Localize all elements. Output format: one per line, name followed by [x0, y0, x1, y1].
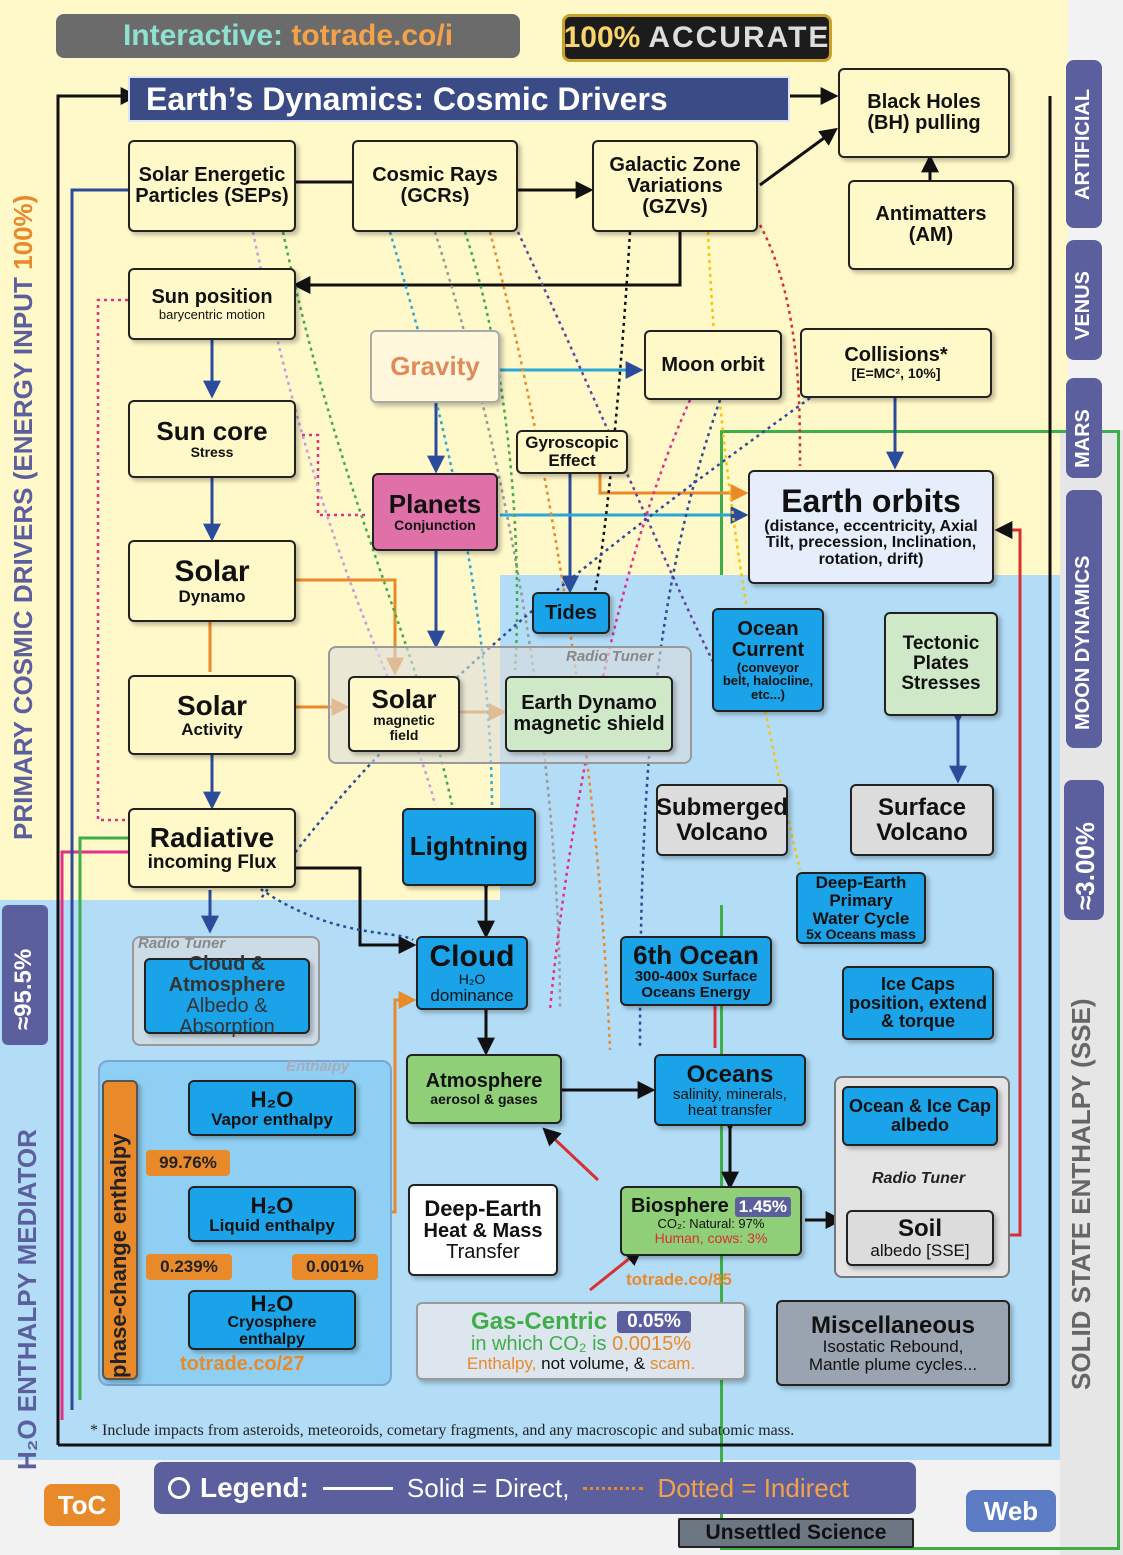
web-button[interactable]: Web [966, 1490, 1056, 1532]
sse-pct: ≈3.00% [1070, 822, 1100, 910]
primary-drivers-label: PRIMARY COSMIC DRIVERS (ENERGY INPUT 100… [8, 194, 38, 840]
tab-venus[interactable] [1066, 240, 1102, 360]
enthalpy-group-label: Enthalpy [286, 1058, 350, 1075]
node-sixth-ocean[interactable]: 6th Ocean 300-400x Surface Oceans Energy [620, 936, 772, 1006]
legend-dotted-text: Dotted = Indirect [657, 1472, 849, 1503]
legend-bar: Legend: Solid = Direct, Dotted = Indirec… [154, 1462, 916, 1514]
node-earth-orbits[interactable]: Earth orbits (distance, eccentricity, Ax… [748, 470, 994, 584]
node-h2o-cryosphere[interactable]: H₂O Cryosphere enthalpy [188, 1290, 356, 1350]
sse-pct-tab [1064, 780, 1104, 920]
interactive-url[interactable]: totrade.co/i [291, 19, 454, 52]
node-tides[interactable]: Tides [532, 592, 610, 634]
page-title: Earth’s Dynamics: Cosmic Drivers [128, 76, 790, 122]
tab-venus-label: VENUS [1072, 271, 1094, 340]
pct-vapor: 99.76% [146, 1150, 230, 1176]
node-antimatters[interactable]: Antimatters(AM) [848, 180, 1014, 270]
node-black-holes[interactable]: Black Holes(BH) pulling [838, 68, 1010, 158]
accuracy-badge: 100% ACCURATE [562, 14, 832, 62]
pct-liquid: 0.239% [146, 1254, 232, 1280]
legend-label: Legend: [200, 1472, 309, 1503]
legend-solid-text: Solid = Direct, [406, 1472, 570, 1503]
footnote: * Include impacts from asteroids, meteor… [90, 1422, 795, 1439]
biosphere-pct: 1.45% [734, 1196, 791, 1217]
accurate-word: ACCURATE [648, 21, 831, 54]
node-moon-orbit[interactable]: Moon orbit [644, 330, 782, 400]
node-cloud-atmosphere[interactable]: Cloud &Atmosphere Albedo &Absorption [144, 954, 310, 1038]
phase-change-label: phase-change enthalpy [106, 1133, 131, 1378]
radio-tuner-label-3: Radio Tuner [872, 1170, 966, 1187]
gas-centric-pct: 0.05% [617, 1310, 691, 1333]
legend-solid-arrow-icon [322, 1486, 393, 1490]
legend-dotted-arrow-icon [583, 1486, 644, 1490]
pct-cryo: 0.001% [292, 1254, 378, 1280]
node-ocean-current[interactable]: Ocean Current (conveyor belt, halocline,… [712, 608, 824, 712]
tab-artificial[interactable] [1066, 60, 1102, 228]
interactive-prefix: Interactive: [122, 19, 292, 52]
enthalpy-mediator-label: H₂O ENTHALPY MEDIATOR [12, 1129, 42, 1470]
node-cloud[interactable]: Cloud H₂O dominance [416, 936, 528, 1010]
node-gas-centric[interactable]: Gas-Centric 0.05% in which CO₂ is 0.0015… [416, 1302, 746, 1380]
link-totrade-27[interactable]: totrade.co/27 [180, 1353, 305, 1375]
tab-artificial-label: ARTIFICIAL [1072, 88, 1094, 200]
node-lightning[interactable]: Lightning [402, 808, 536, 886]
node-solar-magnetic[interactable]: Solar magnetic field [348, 676, 460, 752]
primary-drivers-pct: 100%) [8, 194, 38, 270]
toc-button[interactable]: ToC [44, 1484, 120, 1526]
enthalpy-pct: ≈95.5% [10, 948, 37, 1030]
enthalpy-pct-tab [2, 905, 48, 1045]
radio-tuner-label: Radio Tuner [566, 648, 654, 665]
node-miscellaneous[interactable]: Miscellaneous Isostatic Rebound, Mantle … [776, 1300, 1010, 1386]
link-totrade-85[interactable]: totrade.co/85 [626, 1270, 732, 1289]
tab-moon-label: MOON DYNAMICS [1072, 555, 1094, 730]
sse-label: SOLID STATE ENTHALPY (SSE) [1066, 998, 1096, 1390]
node-biosphere[interactable]: Biosphere 1.45% CO₂: Natural: 97% Human,… [620, 1186, 802, 1256]
legend-bullet-icon [168, 1477, 190, 1499]
node-collisions[interactable]: Collisions*[E=MC², 10%] [800, 328, 992, 398]
node-deep-earth-heat[interactable]: Deep-Earth Heat & Mass Transfer [408, 1184, 558, 1276]
interactive-link-pill[interactable]: Interactive: totrade.co/i [56, 14, 520, 58]
phase-change-bar [102, 1080, 138, 1380]
tab-mars-label: MARS [1072, 409, 1094, 468]
node-cosmic-rays[interactable]: Cosmic Rays(GCRs) [352, 140, 518, 232]
radio-tuner-label-2: Radio Tuner [138, 935, 226, 952]
node-gravity[interactable]: Gravity [370, 330, 500, 403]
accurate-pct: 100% [563, 21, 641, 54]
tab-moon-dynamics[interactable] [1066, 490, 1102, 748]
node-oceans[interactable]: Oceans salinity, minerals, heat transfer [654, 1054, 806, 1126]
tab-mars[interactable] [1066, 378, 1102, 478]
unsettled-science-button[interactable]: Unsettled Science [678, 1518, 914, 1548]
